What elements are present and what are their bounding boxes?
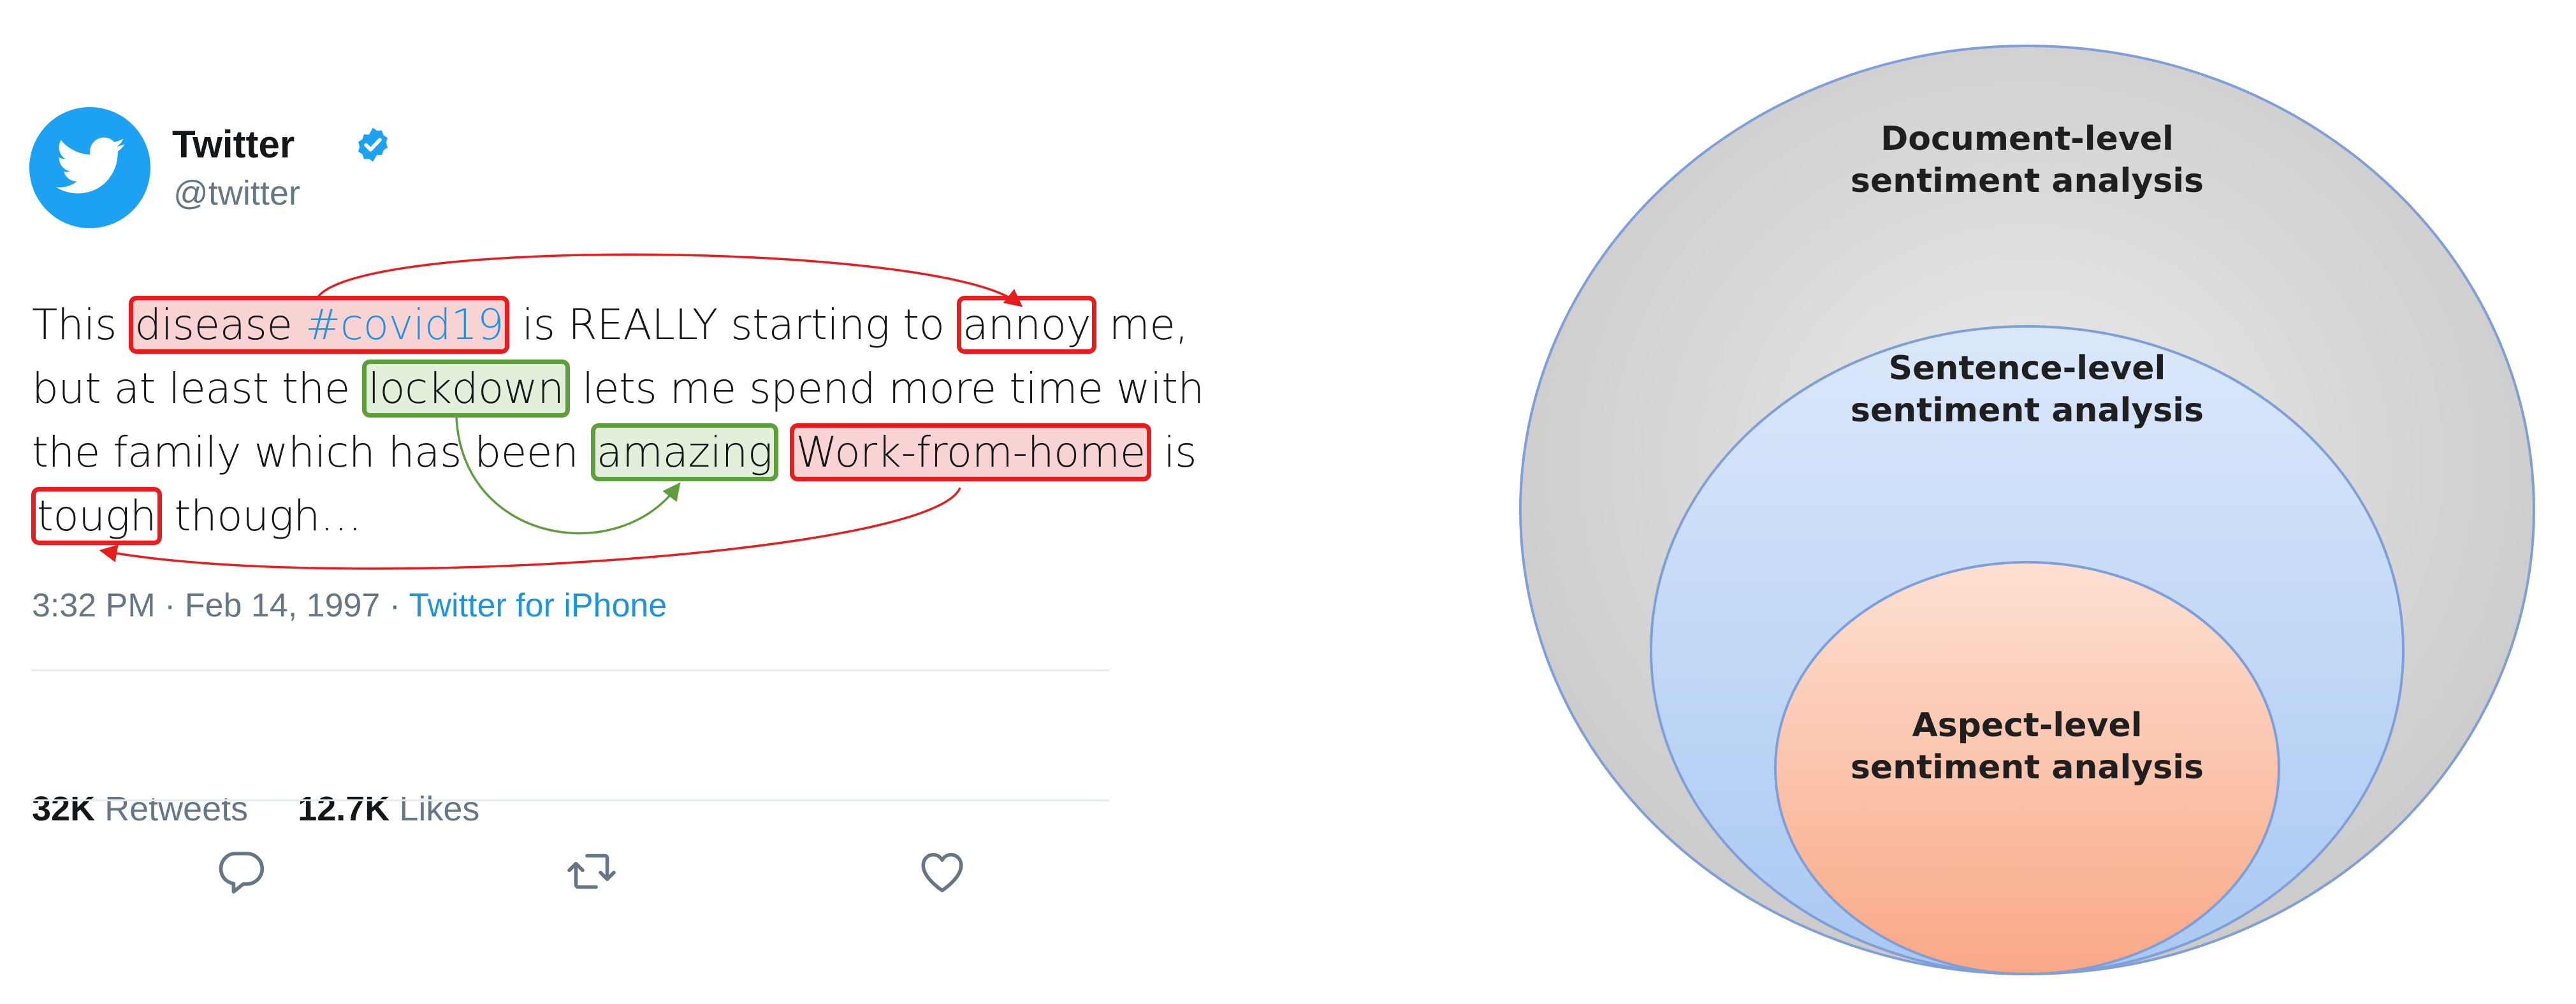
text-mid-1: is REALLY starting to [521, 300, 945, 349]
likes-label: Likes [399, 790, 480, 828]
document-level-label: Document-level sentiment analysis [1785, 118, 2269, 202]
aspect-level-circle [1774, 561, 2280, 975]
retweets-stat[interactable]: 32K Retweets [32, 790, 248, 828]
opinion-annoy: annoy [956, 296, 1096, 354]
reply-icon[interactable] [214, 845, 268, 898]
heart-icon[interactable] [915, 845, 969, 898]
text-but: but at least the [32, 364, 350, 413]
timestamp[interactable]: 3:32 PM · Feb 14, 1997 · [32, 587, 401, 624]
document-level-line2: sentiment analysis [1851, 162, 2204, 200]
retweet-icon[interactable] [565, 845, 618, 898]
aspect-level-line2: sentiment analysis [1851, 748, 2204, 787]
sentence-level-label: Sentence-level sentiment analysis [1785, 347, 2269, 432]
text-mid-2: lets me spend more time with [582, 364, 1204, 413]
tweet-line-3: the family which has been amazing Work-f… [32, 421, 1197, 484]
text-end-1: me, [1109, 300, 1188, 349]
document-level-line1: Document-level [1881, 120, 2174, 158]
aspect-level-line1: Aspect-level [1912, 706, 2143, 745]
likes-count: 12.7K [298, 790, 390, 828]
text-is: is [1163, 428, 1197, 477]
hashtag-link[interactable]: #covid19 [305, 300, 504, 349]
sentiment-levels-diagram: Document-level sentiment analysis Senten… [1504, 38, 2550, 994]
tweet-metadata: 3:32 PM · Feb 14, 1997 · Twitter for iPh… [32, 586, 667, 625]
divider [32, 669, 1109, 671]
divider [32, 799, 1109, 801]
aspect-disease-highlight: disease #covid19 [129, 296, 510, 354]
aspect-work-from-home: Work-from-home [790, 423, 1151, 481]
retweets-count: 32K [32, 790, 96, 828]
tweet-card: Twitter @twitter This disease #covid19 i… [17, 83, 1204, 912]
text-family: the family which has been [32, 428, 579, 477]
tweet-line-1: This disease #covid19 is REALLY starting… [32, 293, 1188, 357]
stats-row: 32K Retweets 12.7K Likes [32, 789, 479, 829]
opinion-amazing: amazing [590, 423, 778, 481]
text-though: though… [174, 491, 362, 541]
likes-stat[interactable]: 12.7K Likes [298, 790, 479, 828]
text-this: This [32, 300, 117, 349]
aspect-level-label: Aspect-level sentiment analysis [1785, 704, 2269, 789]
verified-badge-icon [358, 127, 388, 162]
tweet-text: This disease #covid19 is REALLY starting… [31, 293, 1204, 548]
aspect-lockdown: lockdown [362, 360, 570, 418]
aspect-disease: disease [135, 300, 293, 349]
account-handle[interactable]: @twitter [173, 174, 300, 212]
tweet-line-2: but at least the lockdown lets me spend … [32, 357, 1204, 421]
sentence-level-line2: sentiment analysis [1851, 391, 2204, 430]
sentence-level-line1: Sentence-level [1888, 349, 2166, 388]
tweet-line-4: tough though… [31, 484, 1103, 548]
source-link[interactable]: Twitter for iPhone [409, 587, 667, 624]
account-name[interactable]: Twitter [172, 123, 295, 166]
bird-glyph [56, 137, 125, 194]
opinion-tough: tough [31, 487, 163, 545]
twitter-bird-icon[interactable] [29, 107, 150, 228]
retweets-label: Retweets [105, 790, 249, 828]
nested-circles [1519, 45, 2535, 975]
